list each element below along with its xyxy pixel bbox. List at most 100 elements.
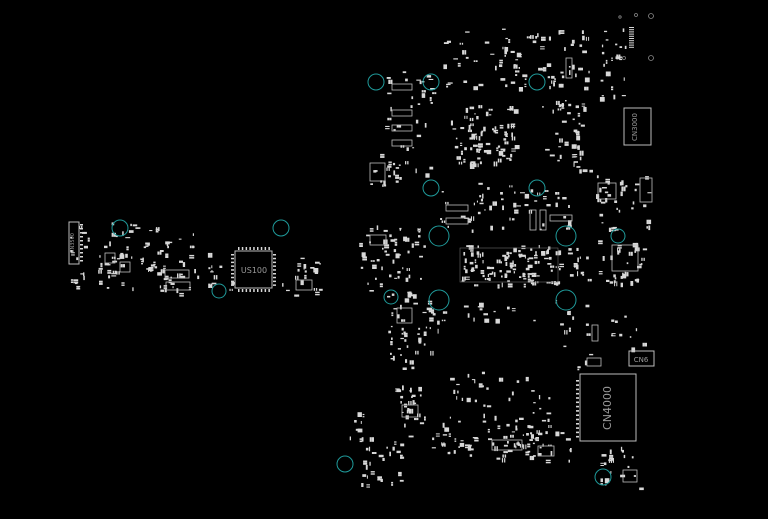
mounting-hole <box>111 219 129 237</box>
component-outline[interactable] <box>622 469 638 483</box>
mounting-hole <box>367 73 385 91</box>
smd-pad <box>564 330 566 335</box>
component-outline[interactable] <box>639 177 653 203</box>
component-outline[interactable] <box>537 445 555 457</box>
chip-pin <box>245 289 248 292</box>
smd-pad <box>559 108 562 111</box>
smd-pad <box>540 46 545 48</box>
connector-pin <box>629 29 634 31</box>
component-outline[interactable] <box>104 252 116 264</box>
smd-pad <box>475 163 477 168</box>
smd-pad <box>551 75 555 79</box>
smd-pad <box>404 332 408 335</box>
component-outline[interactable] <box>391 124 413 132</box>
smd-pad <box>572 316 575 320</box>
smd-pad <box>577 259 579 263</box>
cpu-region-outline <box>459 247 559 283</box>
connector-pin <box>576 388 579 391</box>
component-outline[interactable] <box>369 234 387 246</box>
smd-pad <box>525 451 530 454</box>
smd-pad <box>454 145 459 149</box>
component-outline[interactable] <box>445 217 469 225</box>
connector-cn3000-outline[interactable] <box>623 107 652 146</box>
component-outline[interactable] <box>391 83 413 91</box>
component-outline[interactable] <box>597 182 617 200</box>
component-outline[interactable] <box>586 357 602 367</box>
smd-pad <box>207 252 211 258</box>
smd-pad <box>404 423 406 428</box>
smd-pad <box>450 377 455 381</box>
component-outline[interactable] <box>391 109 413 117</box>
smd-pad <box>478 138 481 141</box>
component-outline[interactable] <box>119 261 131 273</box>
smd-pad <box>604 478 608 483</box>
smd-pad <box>635 328 638 332</box>
smd-pad <box>418 389 422 392</box>
smd-pad <box>360 266 364 269</box>
component-outline[interactable] <box>164 269 190 279</box>
smd-pad <box>380 156 385 158</box>
smd-pad <box>511 132 513 137</box>
component-outline[interactable] <box>369 162 386 182</box>
component-outline[interactable] <box>391 139 413 147</box>
component-outline[interactable] <box>565 57 573 79</box>
smd-pad <box>387 165 392 168</box>
smd-pad <box>478 136 481 139</box>
smd-pad <box>429 317 434 320</box>
component-outline[interactable] <box>445 204 469 212</box>
smd-pad <box>70 281 74 283</box>
smd-pad <box>541 253 546 256</box>
component-outline[interactable] <box>591 324 599 342</box>
smd-pad <box>418 337 422 341</box>
smd-pad <box>478 148 481 151</box>
component-outline[interactable] <box>539 209 547 231</box>
connector-cn6-outline[interactable] <box>628 350 655 367</box>
smd-pad <box>159 250 164 252</box>
smd-pad <box>426 307 432 311</box>
smd-pad <box>406 298 410 303</box>
smd-pad <box>421 93 426 96</box>
component-outline[interactable] <box>491 439 523 451</box>
connector-pin <box>80 260 83 262</box>
smd-pad <box>532 35 534 39</box>
smd-pad <box>418 386 422 390</box>
smd-pad <box>87 237 90 240</box>
smd-pad <box>400 304 402 310</box>
component-outline[interactable] <box>295 279 313 291</box>
smd-pad <box>466 397 471 400</box>
component-outline[interactable] <box>611 244 639 272</box>
smd-pad <box>582 37 585 41</box>
component-outline[interactable] <box>529 209 537 231</box>
connector-cn4000-outline[interactable] <box>579 373 637 442</box>
smd-pad <box>493 310 496 313</box>
chip-pin <box>245 247 248 250</box>
smd-pad <box>569 274 574 277</box>
smd-pad <box>394 243 398 246</box>
component-outline[interactable] <box>165 281 191 291</box>
chip-us100-outline[interactable] <box>234 250 273 289</box>
smd-pad <box>104 245 108 249</box>
smd-pad <box>465 110 469 113</box>
smd-pad <box>498 259 501 264</box>
smd-pad <box>619 56 623 58</box>
smd-pad <box>396 254 401 256</box>
smd-pad <box>639 265 642 269</box>
smd-pad <box>489 114 492 116</box>
connector-left-outline[interactable] <box>68 221 80 265</box>
component-outline[interactable] <box>396 307 413 324</box>
smd-pad <box>619 181 623 186</box>
smd-pad <box>362 256 367 259</box>
component-outline[interactable] <box>549 214 573 222</box>
component-outline[interactable] <box>401 404 419 418</box>
smd-pad <box>137 227 141 229</box>
smd-pad <box>539 407 542 410</box>
smd-pad <box>158 227 160 231</box>
smd-pad <box>600 462 604 464</box>
smd-pad <box>400 395 404 399</box>
smd-pad <box>384 246 390 249</box>
smd-pad <box>497 158 500 163</box>
smd-pad <box>154 266 158 269</box>
smd-pad <box>530 280 534 285</box>
